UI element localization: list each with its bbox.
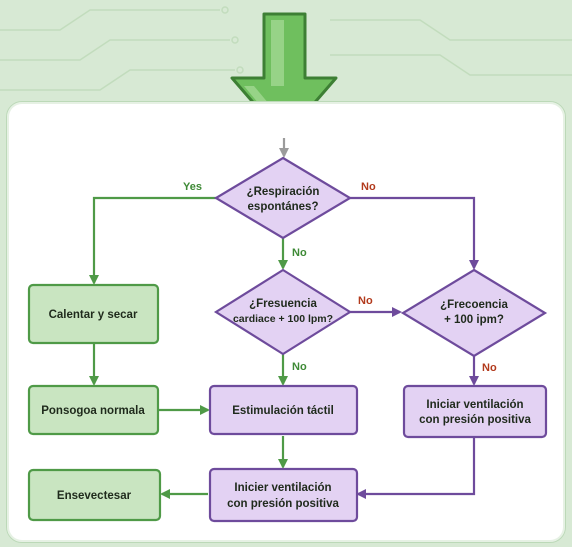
edge-label-hr2-down-no: No bbox=[482, 362, 497, 374]
edge-resp-no bbox=[350, 196, 479, 270]
decision-respiration: ¿Respiración espontánes? bbox=[213, 156, 353, 240]
edge-resp-yes bbox=[89, 196, 216, 285]
warm-dry-label: Calentar y secar bbox=[49, 309, 138, 321]
decision-respiration-line2: espontánes? bbox=[248, 201, 319, 213]
edge-label-yes: Yes bbox=[183, 181, 202, 193]
circuit-lines bbox=[0, 6, 572, 91]
end-box-label: Ensevectesar bbox=[57, 490, 132, 502]
ppv-bottom-line2: con presión positiva bbox=[227, 498, 339, 510]
edge-label-resp-down-no: No bbox=[292, 247, 307, 259]
decision-heart-rate-100: ¿Fresuencia cardiace + 100 lpm? bbox=[213, 268, 353, 356]
box-warm-dry: Calentar y secar bbox=[27, 283, 160, 345]
edges bbox=[89, 138, 479, 499]
ppv-right-line1: Iniciar ventilación bbox=[426, 399, 523, 411]
ppv-bottom-line1: Inicier ventilación bbox=[234, 482, 331, 494]
decision-hr2-line2: + 100 ipm? bbox=[444, 314, 504, 326]
ppv-right-line2: con presión positiva bbox=[419, 414, 531, 426]
edge-label-resp-no: No bbox=[361, 181, 376, 193]
decision-heart-rate-lt100: ¿Frecoencia + 100 ipm? bbox=[400, 268, 548, 358]
box-position-normal: Ponsogoa normala bbox=[27, 384, 160, 436]
box-end: Ensevectesar bbox=[27, 468, 162, 522]
box-tactile-stimulation: Estimulación táctil bbox=[208, 384, 359, 436]
edge-label-hr-down-no: No bbox=[292, 361, 307, 373]
decision-hr2-line1: ¿Frecoencia bbox=[440, 299, 508, 311]
edge-label-hr-right-no: No bbox=[358, 295, 373, 307]
box-start-ppv-bottom: Inicier ventilación con presión positiva bbox=[208, 467, 359, 523]
box-start-ppv-right: Iniciar ventilación con presión positiva bbox=[402, 384, 548, 439]
decision-hr-line1: ¿Fresuencia bbox=[249, 298, 317, 310]
decision-hr-line2: cardiace + 100 lpm? bbox=[233, 313, 333, 325]
edge-ppv-right-to-bottom bbox=[356, 437, 476, 499]
tactile-stim-label: Estimulación táctil bbox=[232, 405, 334, 417]
position-normal-label: Ponsogoa normala bbox=[41, 405, 145, 417]
decision-respiration-line1: ¿Respiración bbox=[247, 186, 320, 198]
